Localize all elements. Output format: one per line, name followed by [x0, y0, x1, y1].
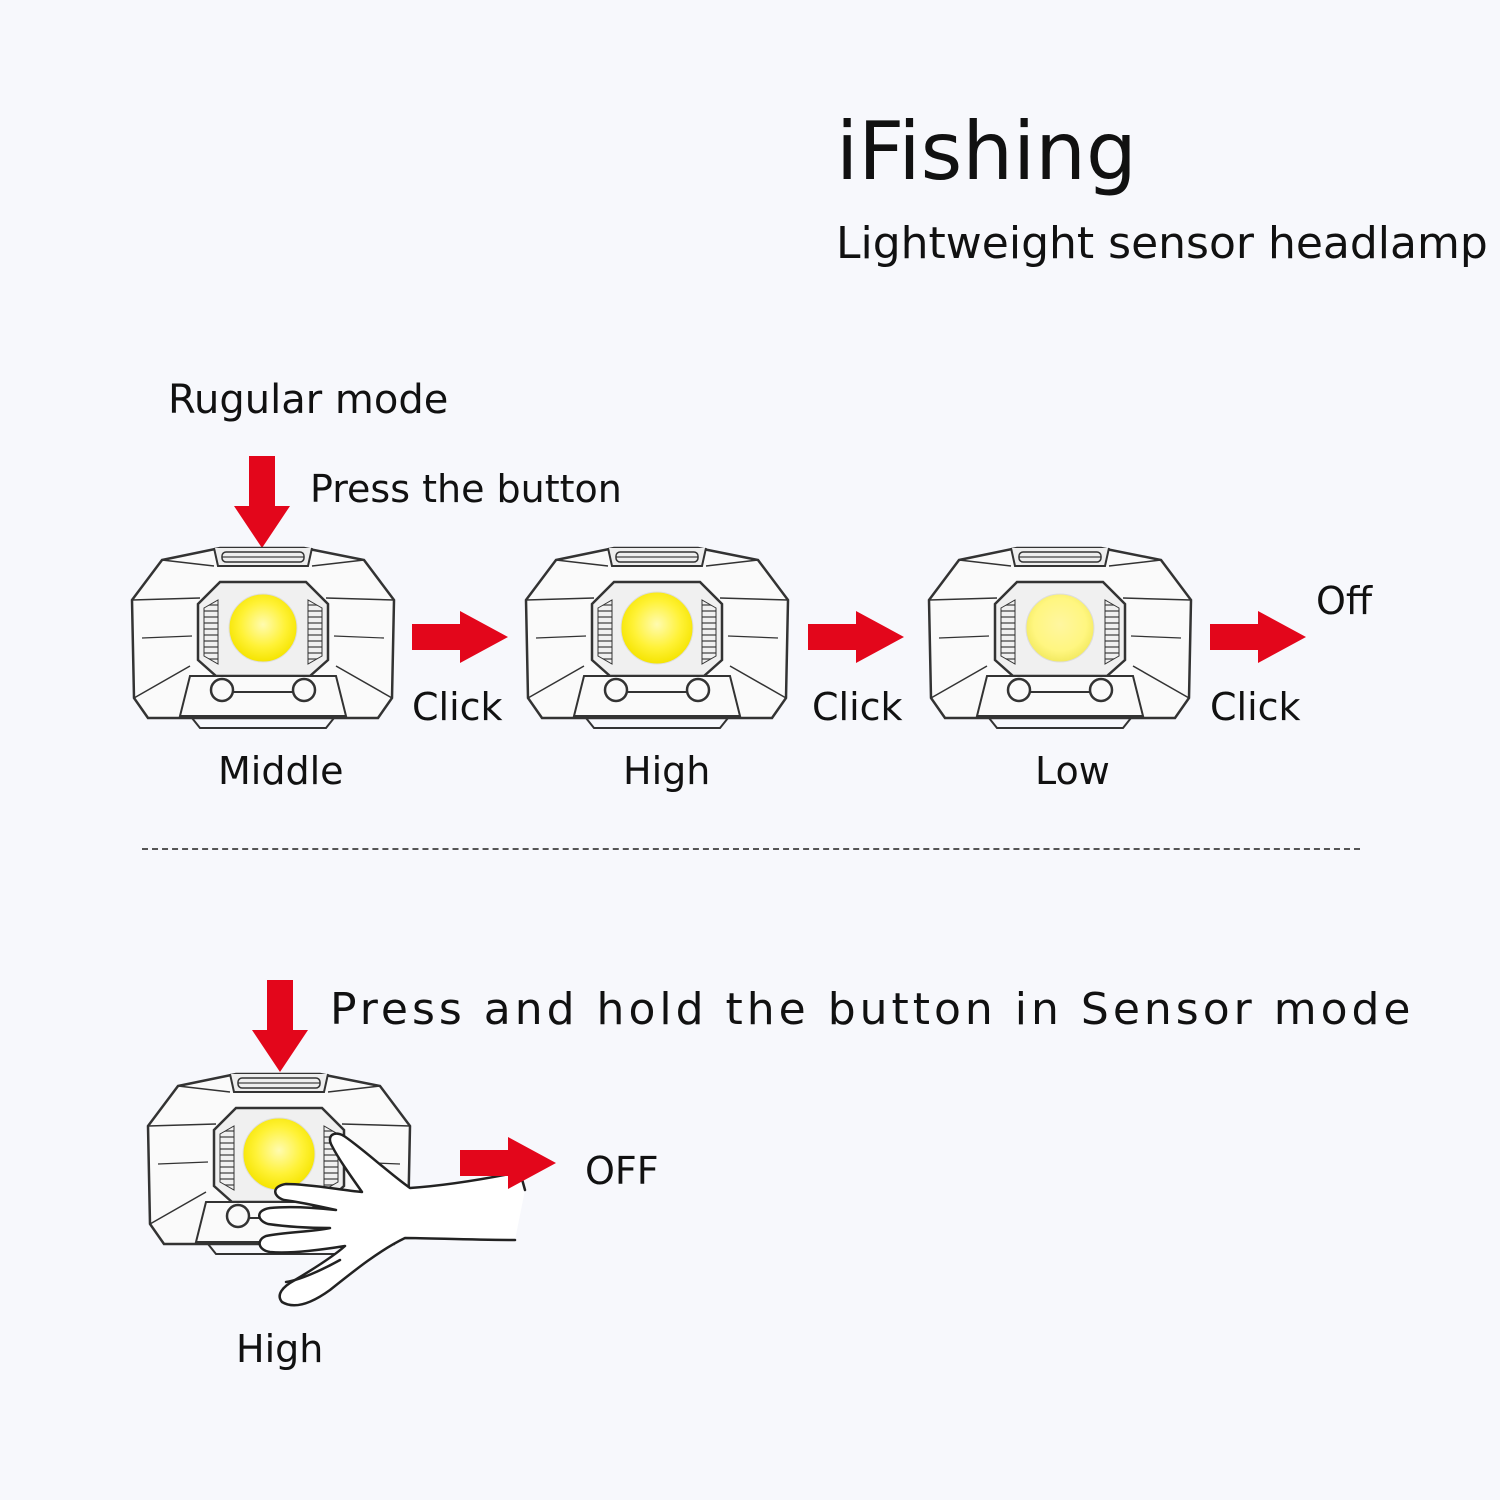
headlamp-high [524, 546, 790, 730]
sensor-mode-instruction: Press and hold the button in Sensor mode [330, 984, 1415, 1035]
click-label-3: Click [1210, 685, 1301, 729]
mode-label-high: High [623, 749, 711, 793]
arrow-right-2 [808, 611, 904, 663]
mode-label-middle: Middle [218, 749, 344, 793]
sensor-off-label: OFF [585, 1149, 659, 1193]
brand-title: iFishing [836, 105, 1137, 198]
press-arrow [234, 456, 290, 548]
click-label-1: Click [412, 685, 503, 729]
click-label-2: Click [812, 685, 903, 729]
section-divider [142, 848, 1360, 850]
arrow-right-3 [1210, 611, 1306, 663]
arrow-right-1 [412, 611, 508, 663]
mode-label-low: Low [1035, 749, 1110, 793]
off-state-label: Off [1316, 579, 1373, 623]
regular-mode-title: Rugular mode [168, 377, 449, 423]
sensor-press-arrow [252, 980, 308, 1072]
sensor-mode-label-high: High [236, 1327, 324, 1371]
headlamp-middle [130, 546, 396, 730]
hand-icon [258, 1132, 527, 1307]
headlamp-low [927, 546, 1193, 730]
press-button-instruction: Press the button [310, 467, 622, 511]
product-subtitle: Lightweight sensor headlamp [836, 218, 1488, 269]
